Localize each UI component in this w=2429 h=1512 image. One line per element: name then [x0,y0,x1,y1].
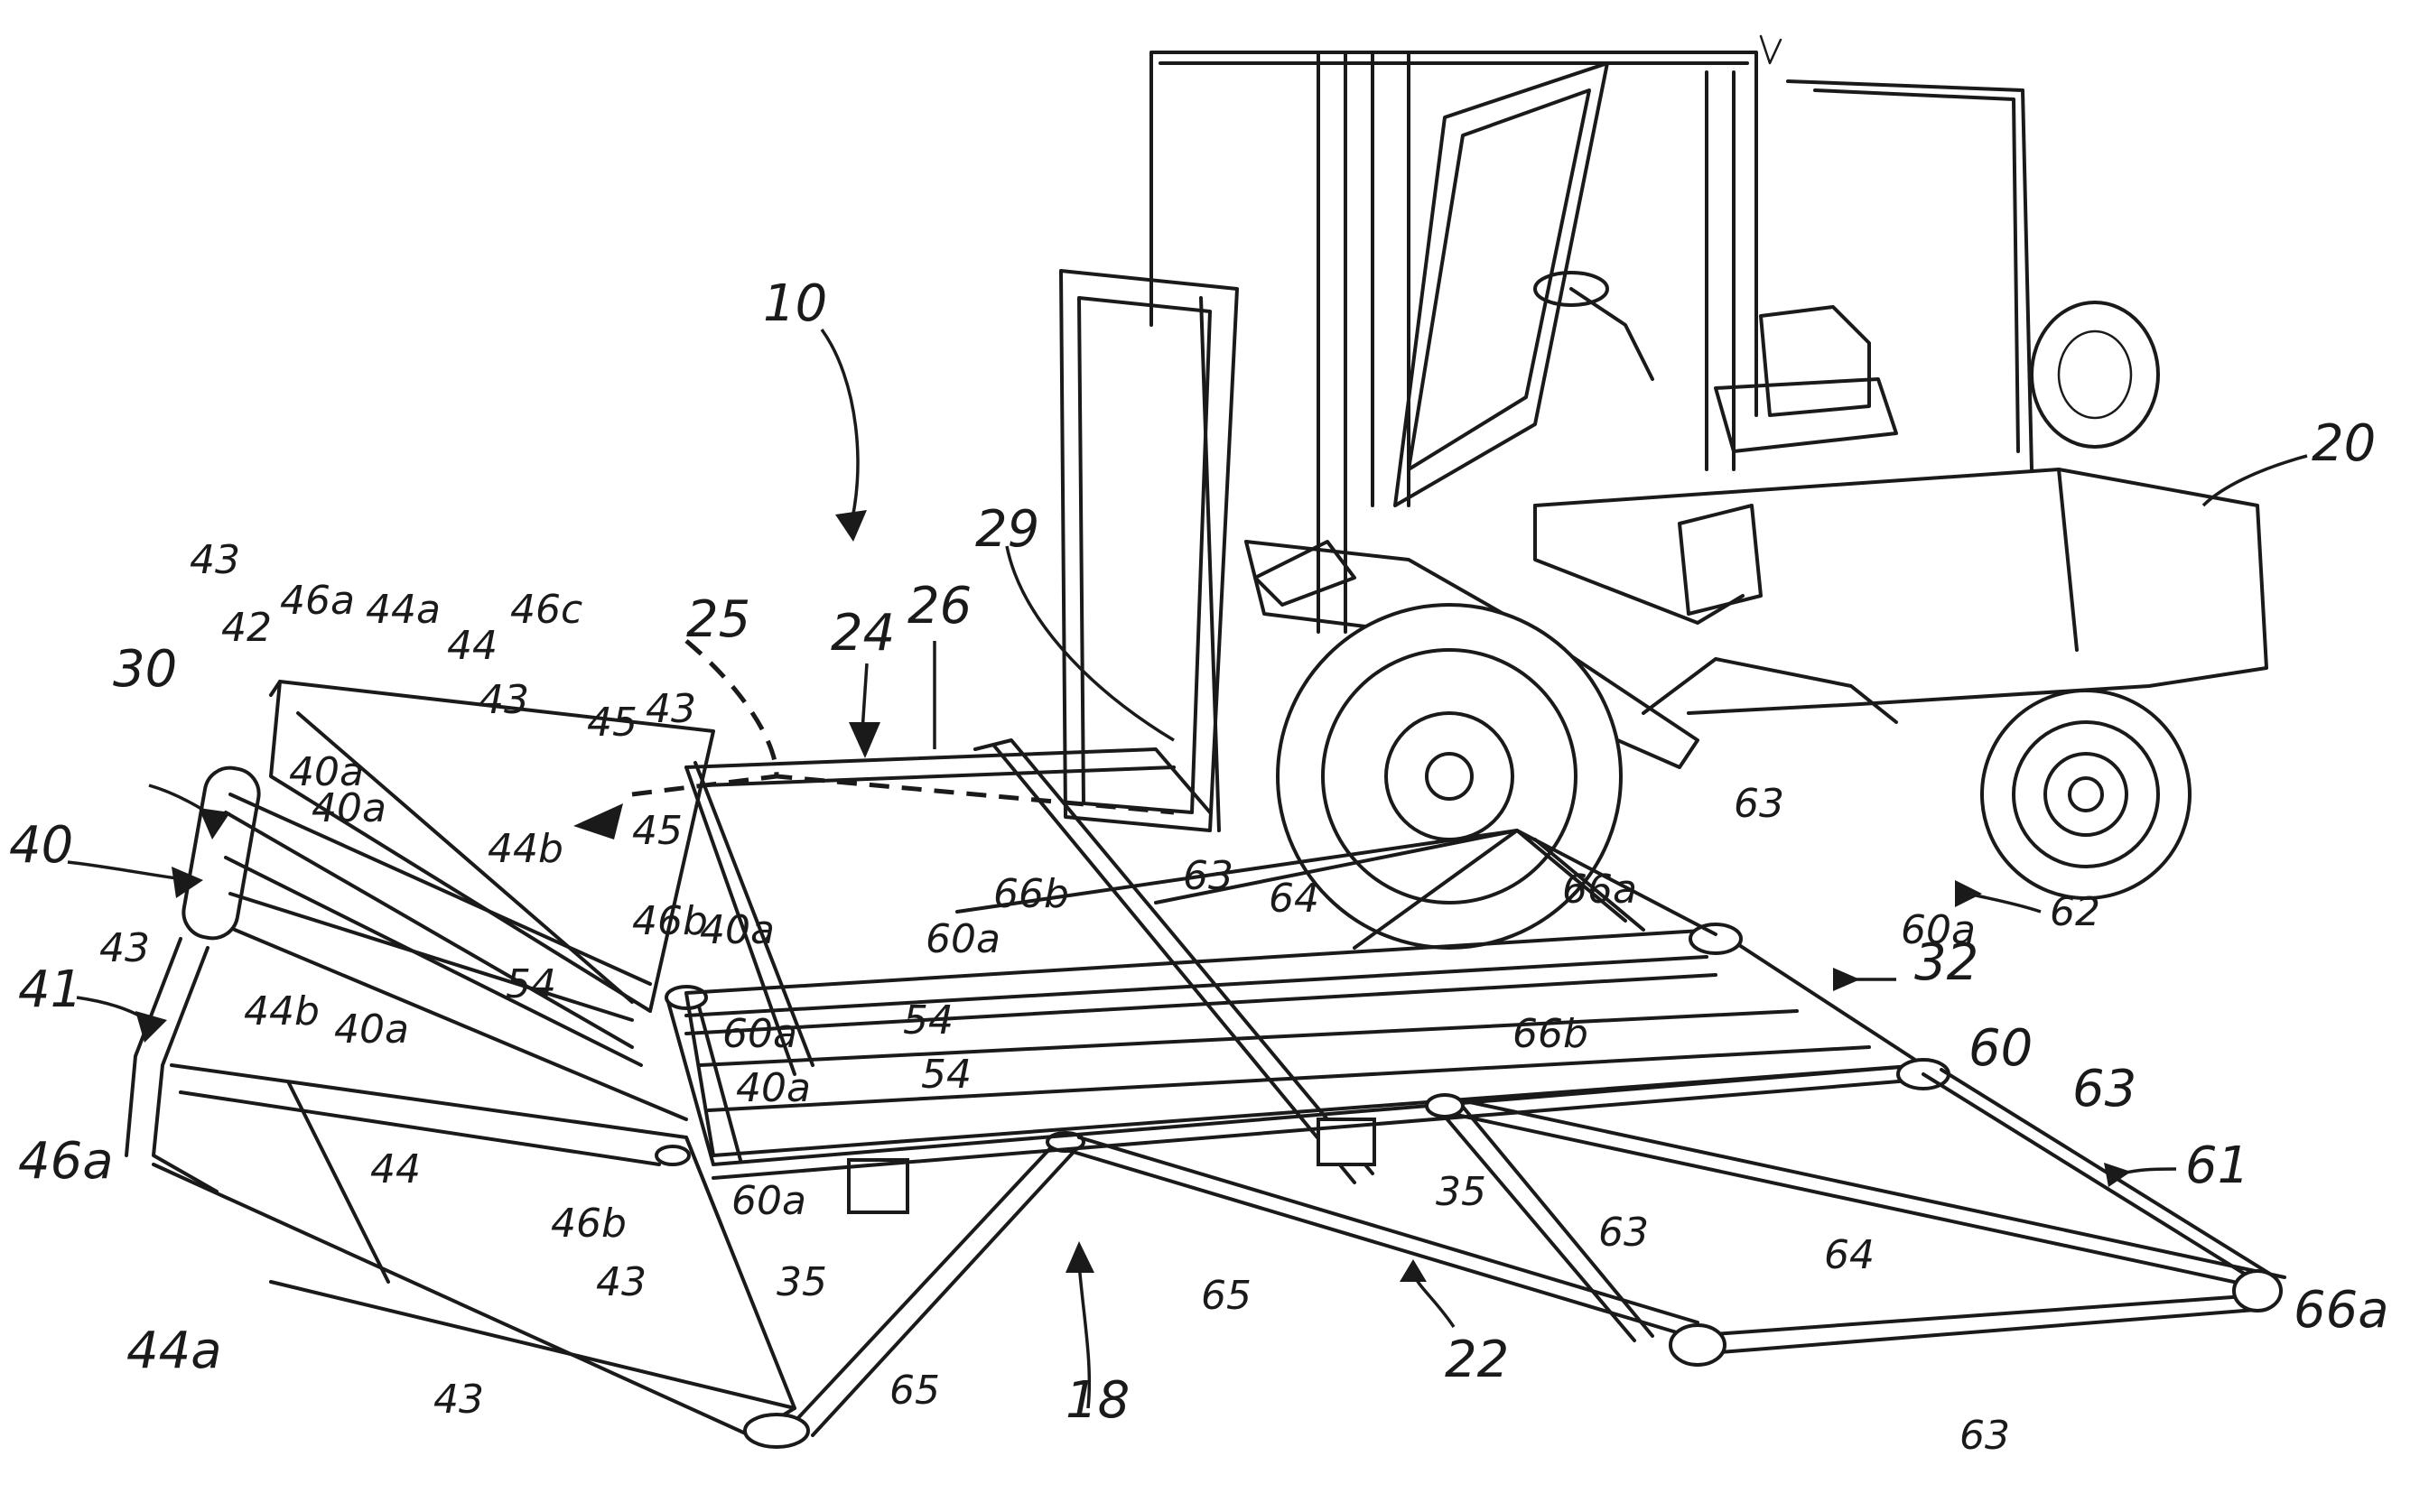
label-40: 40 [9,816,73,875]
label-32: 32 [1914,933,1978,992]
label-45-b: 45 [632,808,683,854]
label-63-mid: 63 [1598,1210,1649,1256]
label-63-bottom: 63 [1959,1413,2010,1459]
label-30: 30 [113,640,177,699]
label-18: 18 [1066,1371,1130,1430]
label-43-top: 43 [190,537,240,583]
label-22: 22 [1445,1331,1509,1389]
label-41: 41 [18,960,82,1019]
label-20: 20 [2312,414,2376,473]
label-44b-left: 44b [244,988,320,1034]
label-66a-top: 66a [1562,867,1637,913]
label-40a-3: 40a [334,1006,409,1053]
label-46b-mid: 46b [632,898,708,944]
label-42: 42 [221,605,272,651]
label-40a-2: 40a [312,785,386,831]
label-64-low: 64 [1824,1232,1875,1278]
label-45-a: 45 [587,700,637,746]
label-25: 25 [686,590,750,649]
label-29: 29 [975,500,1039,559]
label-65-left: 65 [889,1368,940,1414]
label-64-top: 64 [1269,876,1319,922]
label-44-top: 44 [447,623,498,669]
label-40a-5: 40a [736,1065,811,1111]
label-44b-mid: 44b [488,826,563,872]
label-61: 61 [2185,1136,2249,1195]
label-54-3: 54 [921,1052,972,1098]
label-46b-low: 46b [551,1201,627,1247]
forklift-drawing [1061,36,2266,948]
label-60a-1: 60a [722,1011,797,1057]
label-44a-top: 44a [366,587,441,633]
label-60a-2: 60a [731,1178,806,1224]
label-43-low2: 43 [433,1377,484,1423]
label-54-2: 54 [903,997,954,1044]
label-43-b: 43 [646,686,696,732]
label-54-1: 54 [506,961,556,1007]
label-43-low1: 43 [596,1259,647,1305]
label-66a-low: 66a [2294,1281,2389,1340]
label-43-mid: 43 [479,677,529,723]
label-63-right: 63 [2072,1060,2136,1118]
label-62: 62 [2050,889,2100,935]
label-65-mid: 65 [1201,1273,1252,1319]
label-35-left: 35 [777,1259,827,1305]
label-46a-top: 46a [280,578,355,624]
label-24: 24 [831,604,895,663]
label-63-top2: 63 [1183,853,1233,899]
label-46c: 46c [510,587,582,633]
rotation-arrowhead [573,803,623,839]
label-46a-left: 46a [18,1132,114,1191]
label-44-left: 44 [370,1146,421,1192]
forks-drawing [686,740,1374,1212]
label-40a-4: 40a [700,907,775,953]
label-35-right: 35 [1436,1169,1486,1215]
label-66b-top: 66b [993,871,1069,917]
label-26: 26 [907,577,972,635]
label-44a-low: 44a [126,1322,222,1380]
label-63-top1: 63 [1734,781,1784,827]
label-10: 10 [763,274,827,333]
rotation-path [686,641,1174,812]
label-60: 60 [1968,1019,2033,1078]
label-66b-mid: 66b [1512,1011,1588,1057]
label-43-left: 43 [99,925,150,971]
label-60a-top: 60a [926,916,1000,962]
